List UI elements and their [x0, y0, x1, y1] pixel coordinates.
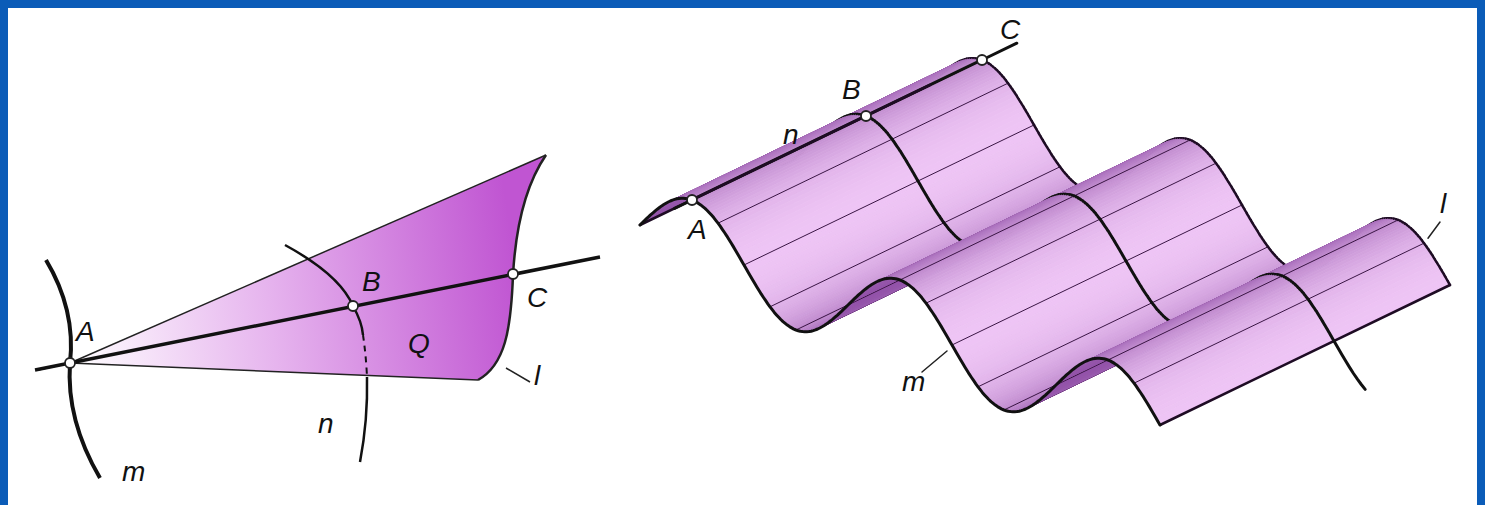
- point-label: C: [1000, 16, 1020, 44]
- surface-label: Q: [408, 330, 430, 358]
- curve-n: [1334, 341, 1365, 389]
- point-label: B: [842, 76, 861, 104]
- curve-label: m: [902, 368, 925, 396]
- point-label: A: [688, 216, 707, 244]
- point-marker: [65, 358, 75, 368]
- point-marker: [687, 195, 697, 205]
- lower-generator: [38, 363, 478, 380]
- surface-strip: [1156, 278, 1448, 422]
- curve-m: [640, 198, 1160, 425]
- point-marker: [508, 269, 518, 279]
- surface-edge: [640, 85, 930, 225]
- point-marker: [348, 301, 358, 311]
- curve-n: [285, 245, 363, 335]
- curve-n-hidden: [363, 335, 367, 377]
- surface-strip: [1143, 256, 1435, 399]
- surface-strip: [1145, 259, 1437, 403]
- surface-strip: [1138, 249, 1430, 392]
- leader-line: [1428, 222, 1440, 238]
- surface-strip: [1158, 281, 1450, 425]
- upper-generator: [70, 155, 546, 363]
- surface-strip: [1151, 270, 1443, 414]
- surface-strip: [1154, 274, 1446, 418]
- guide-curve-l: [478, 155, 546, 380]
- surface-strip: [1149, 266, 1441, 410]
- curve-label: n: [318, 410, 334, 438]
- point-marker: [977, 55, 987, 65]
- point-label: B: [362, 268, 381, 296]
- curve-label: l: [1440, 190, 1446, 218]
- surface-strip: [1141, 253, 1433, 396]
- leader-line: [506, 368, 530, 382]
- curve-n: [360, 377, 367, 462]
- curve-label: l: [534, 362, 540, 390]
- surface-edge: [1160, 285, 1450, 425]
- curve-m: [46, 260, 100, 478]
- surface-strip: [1147, 263, 1439, 407]
- curve-label: n: [783, 121, 799, 149]
- curve-label: m: [122, 458, 145, 486]
- point-label: A: [76, 318, 95, 346]
- generator-line: [35, 257, 600, 370]
- point-label: C: [527, 284, 547, 312]
- point-marker: [861, 111, 871, 121]
- leader-line: [922, 351, 947, 372]
- surface-q: [70, 155, 546, 380]
